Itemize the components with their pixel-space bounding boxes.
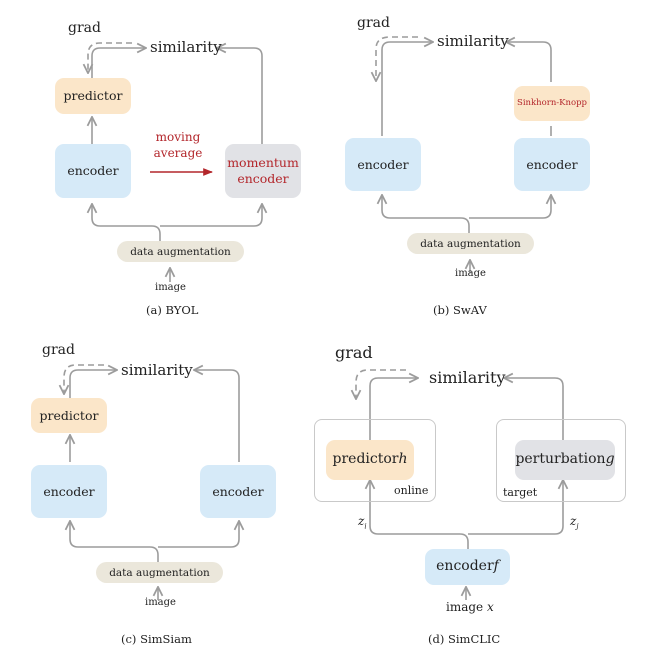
math-symbol: f — [493, 558, 499, 575]
similarity-label: similarity — [150, 38, 222, 56]
grad-label: grad — [335, 343, 373, 362]
data-augmentation-pill: data augmentation — [117, 241, 244, 262]
math-symbol: h — [398, 451, 408, 468]
encoder-box: encoder — [55, 144, 131, 198]
predictor-box: predictor — [31, 398, 107, 433]
encoder-right-box: encoder — [200, 465, 276, 518]
predictor-h-box: predictor h — [326, 440, 414, 480]
caption: (c) SimSiam — [121, 632, 192, 646]
z-i-label: zi — [358, 514, 367, 531]
predictor-box: predictor — [55, 78, 131, 114]
perturbation-g-box: perturbation g — [515, 440, 615, 480]
swav-connectors — [376, 36, 551, 273]
math-symbol: g — [605, 451, 615, 468]
caption: (d) SimCLIC — [428, 632, 501, 646]
moving-average-label: moving average — [153, 130, 203, 160]
online-frame — [314, 419, 436, 502]
encoder-left-box: encoder — [345, 138, 421, 191]
online-label: online — [394, 484, 429, 497]
encoder-right-box: encoder — [514, 138, 590, 191]
caption: (b) SwAV — [433, 303, 487, 317]
similarity-label: similarity — [121, 361, 193, 379]
image-label: image — [145, 597, 176, 608]
grad-label: grad — [68, 20, 101, 36]
caption: (a) BYOL — [146, 303, 199, 317]
target-frame — [496, 419, 626, 502]
similarity-label: similarity — [437, 32, 509, 50]
data-augmentation-pill: data augmentation — [407, 233, 534, 254]
momentum-encoder-box: momentum encoder — [225, 144, 301, 198]
image-x-label: image x — [446, 600, 494, 614]
simclic-connectors — [356, 369, 563, 600]
encoder-f-box: encoder f — [425, 549, 510, 585]
image-label: image — [455, 268, 486, 279]
math-symbol: x — [486, 600, 494, 614]
encoder-left-box: encoder — [31, 465, 107, 518]
similarity-label: similarity — [429, 368, 506, 387]
z-j-label: zj — [570, 514, 579, 531]
simsiam-connectors — [64, 364, 239, 600]
image-label: image — [155, 282, 186, 293]
data-augmentation-pill: data augmentation — [96, 562, 223, 583]
sinkhorn-knopp-box: Sinkhorn-Knopp — [514, 86, 590, 121]
grad-label: grad — [42, 342, 75, 358]
byol-connectors — [88, 42, 262, 282]
grad-label: grad — [357, 15, 390, 31]
target-label: target — [503, 486, 538, 499]
